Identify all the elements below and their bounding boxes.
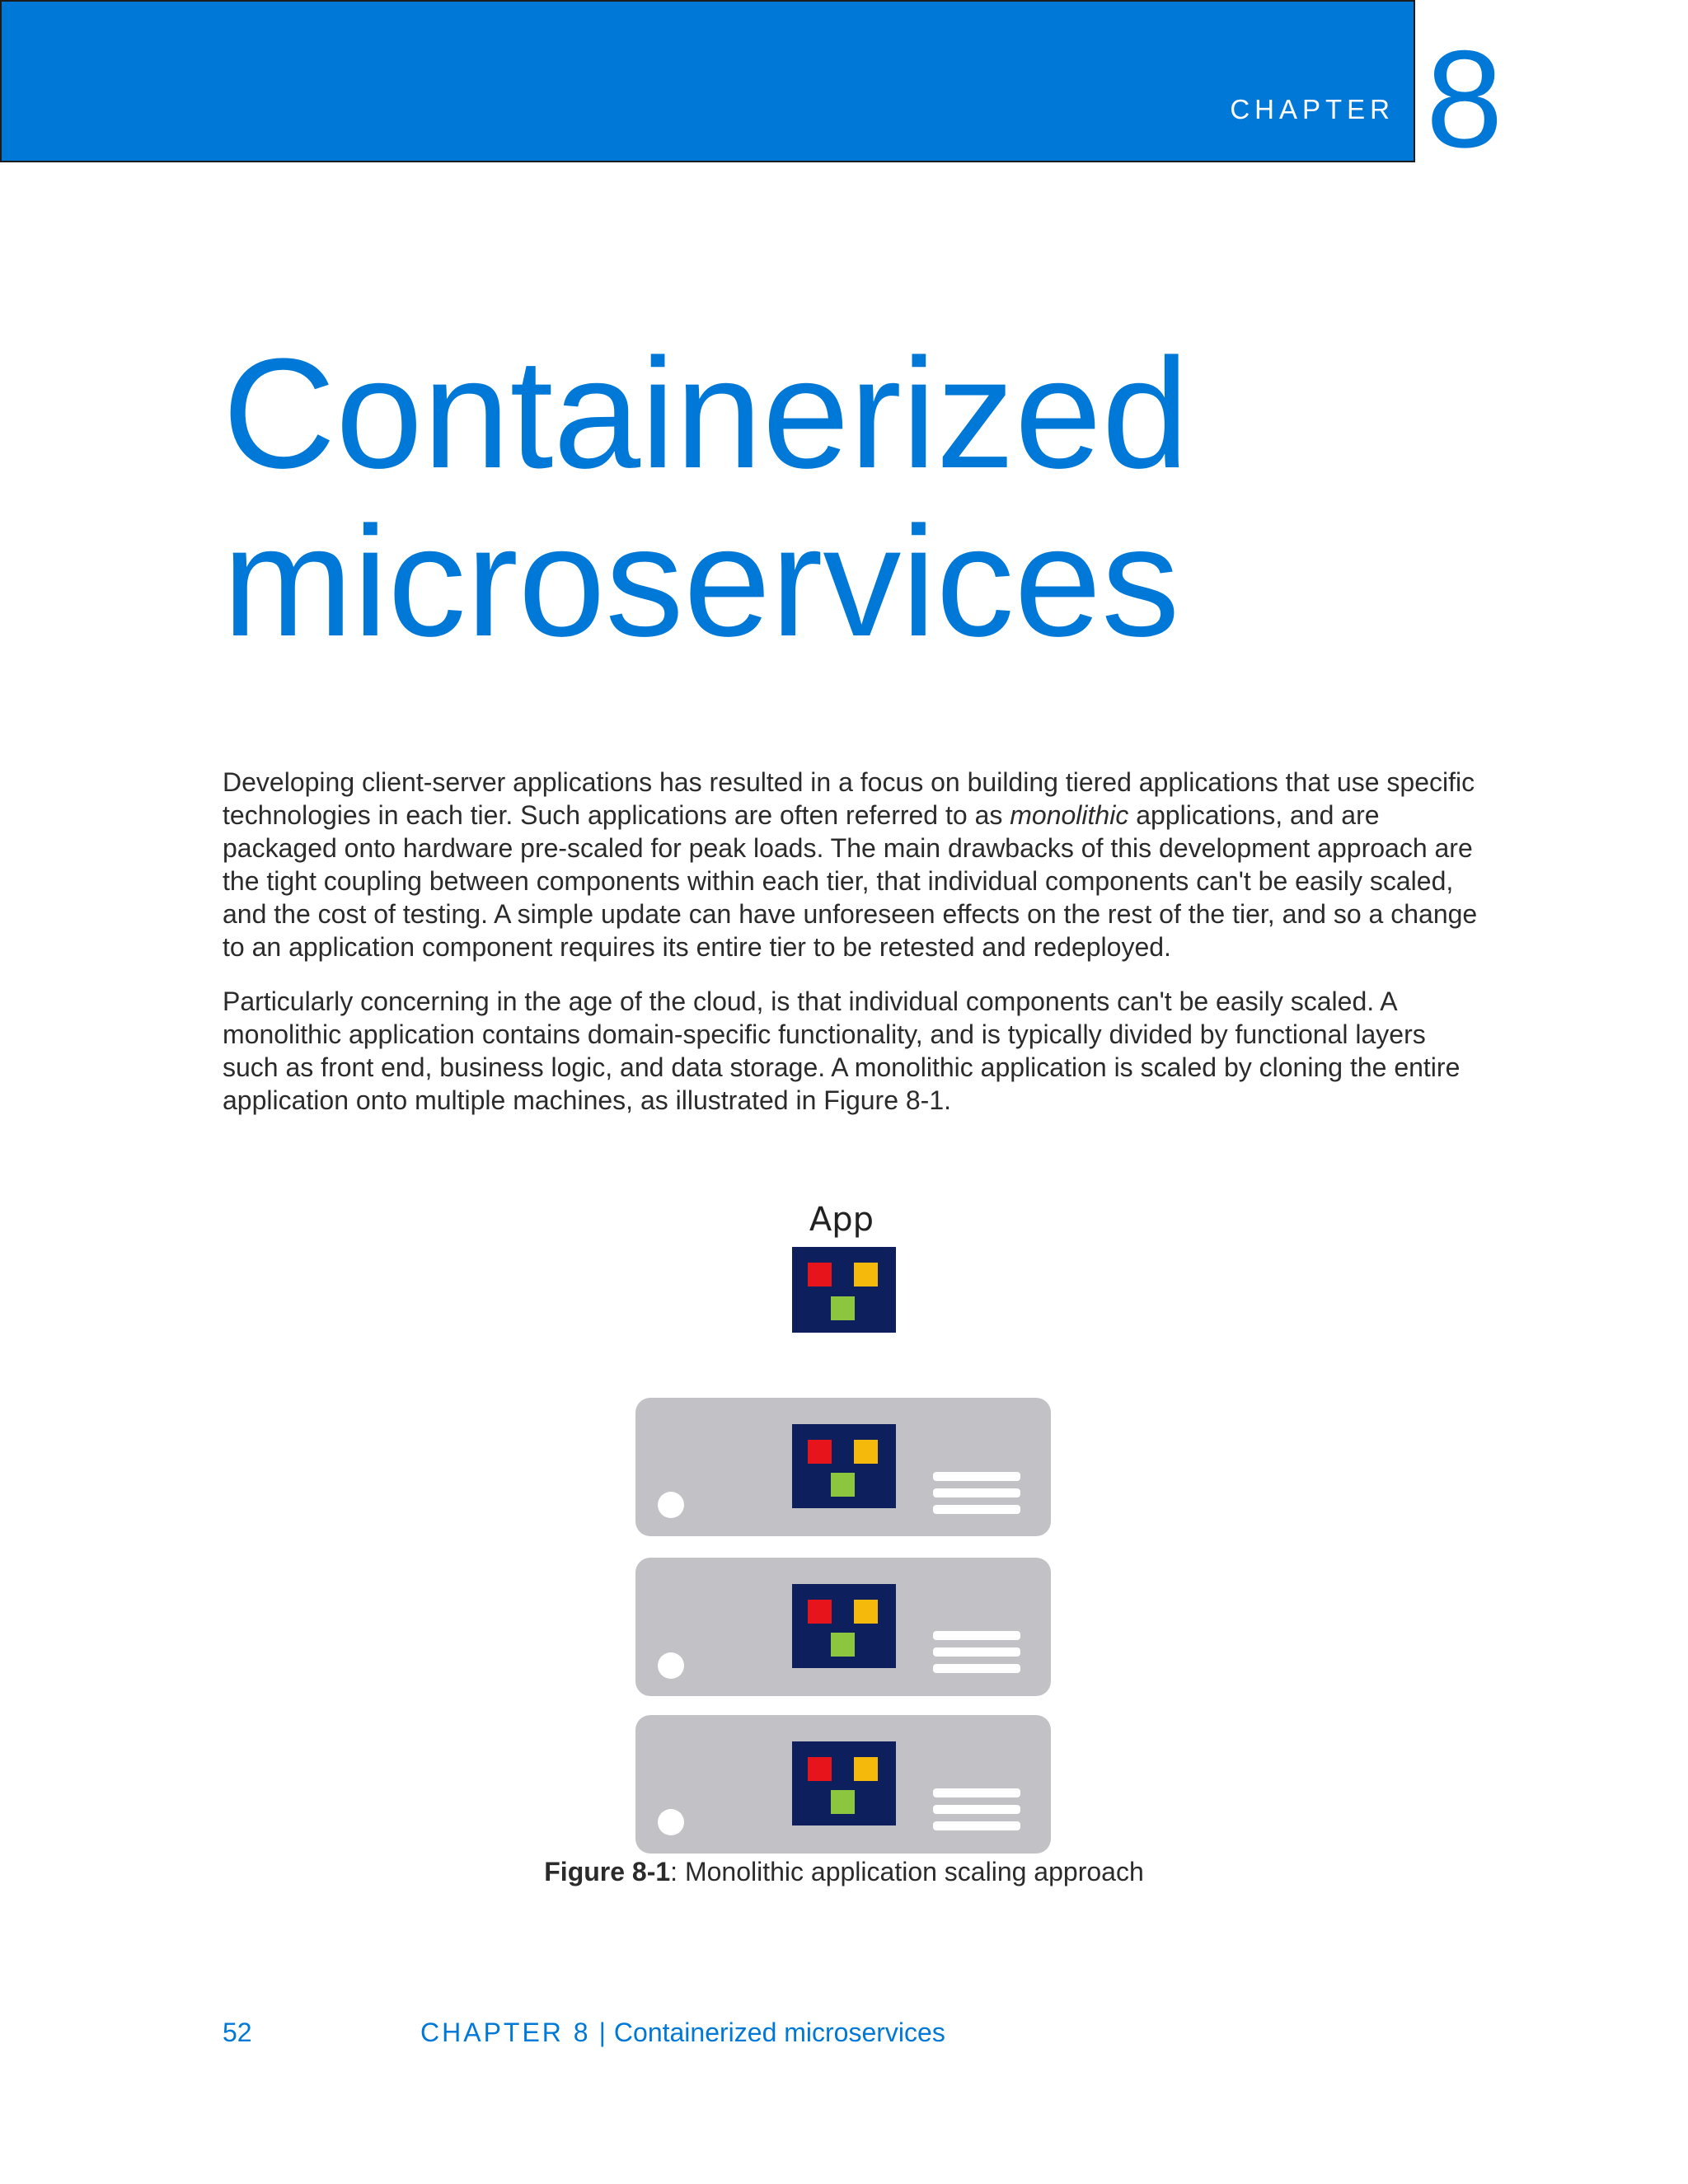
figure-caption-text: : Monolithic application scaling approac… xyxy=(670,1857,1144,1886)
chapter-header-band: CHAPTER xyxy=(0,0,1415,162)
figure-caption: Figure 8-1: Monolithic application scali… xyxy=(0,1857,1688,1887)
chapter-number: 8 xyxy=(1426,21,1503,176)
paragraph-1: Developing client-server applications ha… xyxy=(223,766,1484,963)
app-label: App xyxy=(809,1201,874,1239)
footer-separator: | xyxy=(598,2018,606,2047)
title-line-1: Containerized xyxy=(223,326,1189,501)
title-line-2: microservices xyxy=(223,494,1180,669)
paragraph-1-start: Developing client-server applications ha… xyxy=(223,767,1475,830)
server-unit xyxy=(635,1715,1051,1854)
footer-chapter: CHAPTER 8 xyxy=(420,2018,591,2047)
monolithic-scaling-figure: App xyxy=(635,1201,1051,1854)
paragraph-1-end: applications, and are packaged onto hard… xyxy=(223,800,1478,962)
paragraph-2: Particularly concerning in the age of th… xyxy=(223,987,1461,1115)
footer-title: Containerized microservices xyxy=(613,2018,945,2047)
paragraph-1-italic: monolithic xyxy=(1010,800,1129,830)
figure-caption-label: Figure 8-1 xyxy=(544,1857,671,1886)
body-text: Developing client-server applications ha… xyxy=(223,766,1484,1138)
app-icon xyxy=(792,1247,896,1333)
server-unit xyxy=(635,1558,1051,1696)
chapter-label: CHAPTER xyxy=(1230,94,1395,124)
page-number: 52 xyxy=(223,2018,252,2047)
server-unit xyxy=(635,1398,1051,1536)
running-footer: CHAPTER 8|Containerized microservices xyxy=(420,2016,945,2049)
page-title: Containerized microservices xyxy=(223,330,1582,666)
